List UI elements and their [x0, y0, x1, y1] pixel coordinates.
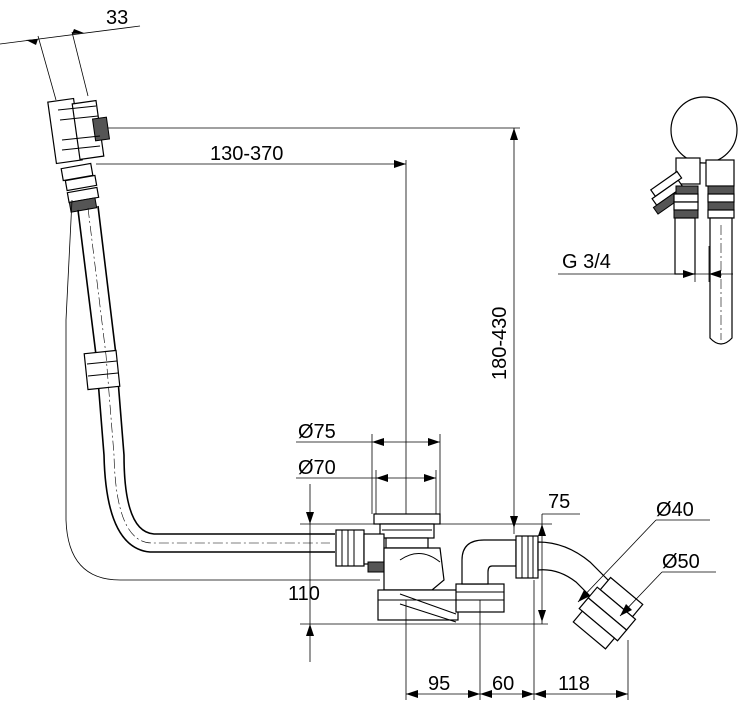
dimension-180-430: 180-430	[108, 127, 520, 534]
dim-g34-label: G 3/4	[562, 251, 611, 273]
dimension-130-370: 130-370	[96, 143, 407, 514]
dim-95-label: 95	[428, 673, 450, 695]
dimension-dia50: Ø50	[619, 551, 716, 617]
dimension-33: 33	[0, 7, 141, 101]
dim-180-430-label: 180-430	[489, 307, 511, 380]
dim-118-label: 118	[558, 673, 590, 695]
dim-dia40-label: Ø40	[656, 499, 694, 521]
dim-dia50-label: Ø50	[662, 551, 700, 573]
overflow-head	[47, 97, 111, 165]
dimension-g34: G 3/4	[558, 246, 733, 282]
dim-110-label: 110	[288, 583, 320, 605]
dimension-dia40: Ø40	[577, 499, 710, 603]
dim-60-label: 60	[492, 673, 514, 695]
dimension-75: 75	[440, 491, 580, 624]
dimension-dia75: Ø75	[296, 421, 441, 514]
dim-dia75-label: Ø75	[298, 421, 336, 443]
waste-drain-body	[335, 513, 644, 650]
dimension-chain-bottom: 95 60 118	[405, 580, 629, 700]
dim-dia70-label: Ø70	[298, 457, 336, 479]
dim-130-370-label: 130-370	[210, 143, 283, 165]
overflow-connector	[60, 162, 100, 213]
overflow-pipe	[65, 199, 380, 581]
dim-75-label: 75	[548, 491, 570, 513]
side-view	[649, 96, 738, 345]
dimension-dia70: Ø70	[296, 457, 437, 514]
dimension-110: 110	[288, 484, 548, 662]
dim-33-label: 33	[106, 7, 128, 29]
